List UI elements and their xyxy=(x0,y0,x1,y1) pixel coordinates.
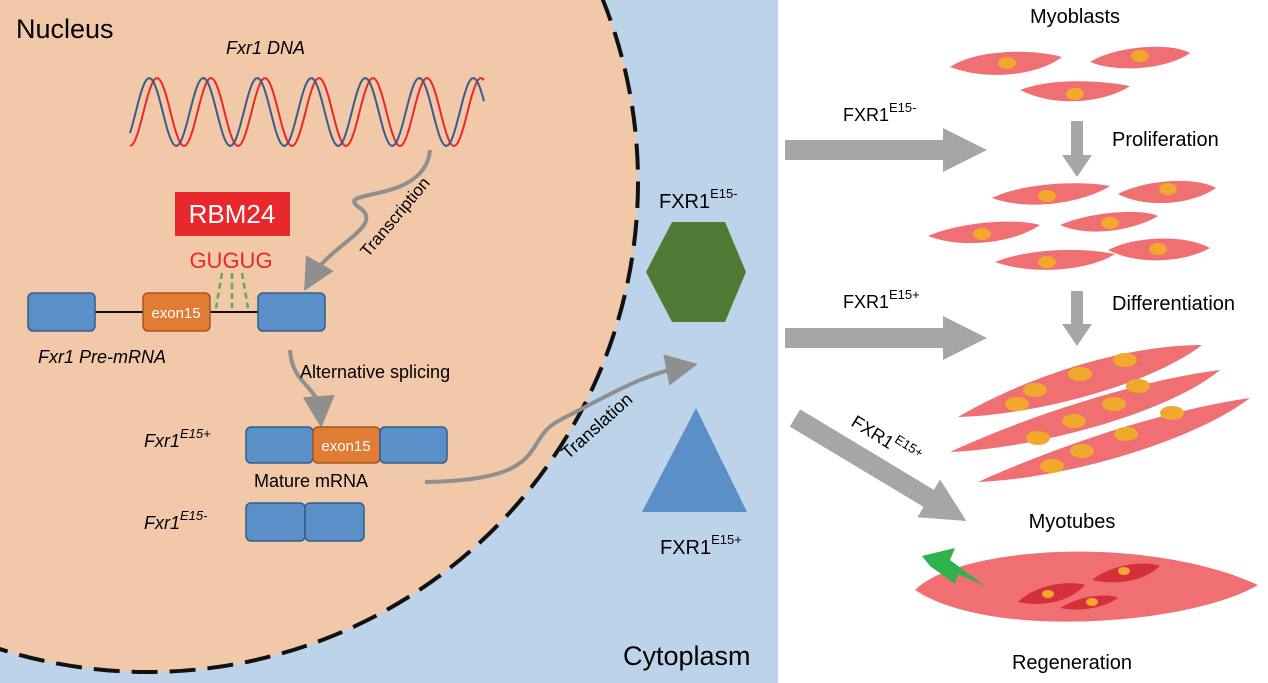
arrow-e15-minus-label: FXR1E15- xyxy=(843,100,916,125)
protein-plus-label: FXR1E15+ xyxy=(660,532,742,559)
cell-nucleus xyxy=(1066,88,1084,100)
proliferating-cells xyxy=(928,180,1216,270)
mature-mrna-label: Mature mRNA xyxy=(254,471,368,491)
cell-nucleus xyxy=(1102,397,1126,411)
binding-lines xyxy=(214,272,250,309)
nucleus-label: Nucleus xyxy=(16,14,114,44)
proliferation-label: Proliferation xyxy=(1112,129,1219,151)
myotube xyxy=(950,370,1220,452)
proliferation-down-arrow xyxy=(1062,121,1092,177)
injury-lightning-icon xyxy=(922,548,985,586)
cell-nucleus xyxy=(1126,379,1150,393)
arrow-e15-plus-label: FXR1E15+ xyxy=(843,287,920,312)
cell-nucleus xyxy=(1068,367,1092,381)
cell-nucleus xyxy=(1026,431,1050,445)
cell-nucleus xyxy=(1005,397,1029,411)
cell-nucleus xyxy=(1040,459,1064,473)
cell-nucleus xyxy=(1038,190,1056,202)
fxr1-e15-minus-hexagon xyxy=(646,222,746,322)
splicing-arrow xyxy=(288,349,335,428)
mature-exon15-label: exon15 xyxy=(321,438,370,455)
isoform-plus-label: Fxr1E15+ xyxy=(144,426,211,451)
myoblast-cells xyxy=(950,46,1190,102)
cell-nucleus xyxy=(1062,414,1086,428)
cell-nucleus xyxy=(998,57,1016,69)
translation-arrow xyxy=(424,354,698,484)
myotubes-cluster xyxy=(950,345,1250,482)
dna-double-helix xyxy=(129,77,485,148)
premrna-exon-left xyxy=(27,292,96,332)
dna-label: Fxr1 DNA xyxy=(226,38,305,58)
cell-nucleus xyxy=(1113,353,1137,367)
mature-exon-b xyxy=(379,426,448,464)
isoform-minus-label: Fxr1E15- xyxy=(144,508,208,533)
rbm24-label: RBM24 xyxy=(189,199,276,229)
fxr1-e15-plus-triangle xyxy=(642,408,747,512)
cell-nucleus xyxy=(1023,383,1047,397)
cell-nucleus xyxy=(973,228,991,240)
arrow-e15-minus xyxy=(785,128,987,172)
gugug-motif: GUGUG xyxy=(189,248,272,273)
premrna-exon15-label: exon15 xyxy=(151,305,200,322)
premrna-exon-right xyxy=(257,292,326,332)
differentiation-label: Differentiation xyxy=(1112,293,1235,315)
mature-minus-exon-b xyxy=(304,502,365,542)
cell-nucleus xyxy=(1114,427,1138,441)
arrow-regeneration xyxy=(789,409,967,522)
cytoplasm-label: Cytoplasm xyxy=(623,641,751,671)
regeneration-myofiber xyxy=(915,551,1258,622)
cell-nucleus xyxy=(1149,243,1167,255)
myoblasts-label: Myoblasts xyxy=(1030,6,1120,28)
cell-nucleus xyxy=(1131,50,1149,62)
transcription-arrow xyxy=(304,149,432,291)
alt-splicing-label: Alternative splicing xyxy=(300,362,450,382)
differentiation-down-arrow xyxy=(1062,291,1092,346)
premrna-label: Fxr1 Pre-mRNA xyxy=(38,347,166,367)
cell-nucleus xyxy=(1038,256,1056,268)
cell-nucleus xyxy=(1070,444,1094,458)
cell-nucleus xyxy=(1101,217,1119,229)
nucleus-region xyxy=(0,0,640,674)
arrow-e15-plus xyxy=(785,316,987,360)
mature-exon-a xyxy=(245,426,314,464)
myotubes-label: Myotubes xyxy=(1029,511,1116,533)
cell-nucleus xyxy=(1160,406,1184,420)
mature-minus-exon-a xyxy=(245,502,306,542)
protein-minus-label: FXR1E15- xyxy=(659,186,738,213)
regenerating-cells xyxy=(1018,563,1160,610)
regeneration-label: Regeneration xyxy=(1012,652,1132,674)
premrna-exon15 xyxy=(142,292,211,332)
cell-nucleus xyxy=(1159,183,1177,195)
rbm24-box xyxy=(175,192,290,236)
